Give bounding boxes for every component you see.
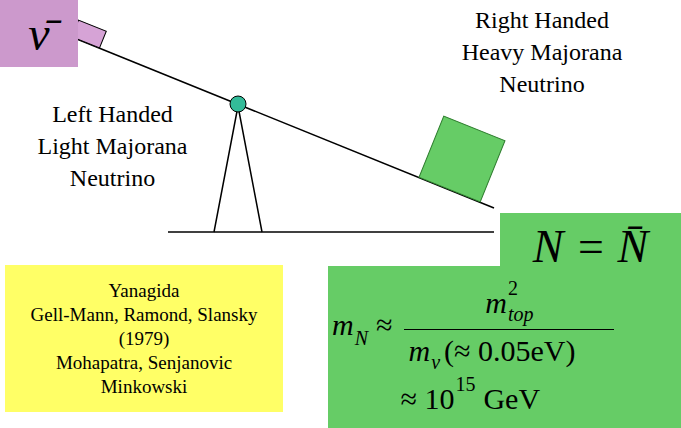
formula-box: mN≈m2topmν(≈ 0.05eV)≈ 1015GeV [328, 266, 681, 428]
symbol-box: ν̄ [0, 0, 78, 67]
neutrino-label: Left Handed Light Majorana Neutrino [30, 98, 195, 194]
formula-term: GeV [483, 384, 540, 414]
fulcrum-stand [214, 106, 262, 232]
formula-term: ν [431, 352, 440, 372]
reference-box: YanagidaGell-Mann, Ramond, Slansky (1979… [5, 265, 283, 412]
heavy-neutrino-block [419, 116, 505, 202]
fraction-bar [404, 329, 614, 330]
formula-term: m [408, 336, 430, 366]
neutrino-label: Right Handed Heavy Majorana Neutrino [452, 4, 632, 100]
reference-text: Yanagida [17, 279, 271, 303]
formula-term: top [508, 304, 534, 324]
reference-text: Gell-Mann, Ramond, Slansky (1979) [17, 303, 271, 351]
formula-term: 2 [508, 278, 518, 298]
fulcrum-pivot [230, 96, 246, 112]
ground-line [168, 231, 494, 233]
formula-term: m [485, 288, 507, 318]
reference-text: Mohapatra, Senjanovic Minkowski [17, 351, 271, 399]
formula-term: N [355, 328, 368, 348]
formula-term: (≈ 0.05eV) [444, 336, 575, 366]
formula-term: ≈ [376, 310, 392, 340]
formula-term: 15 [455, 374, 475, 394]
formula-term: ≈ 10 [400, 384, 454, 414]
symbol-text: ν̄ [28, 6, 49, 61]
formula-term: m [332, 310, 354, 340]
